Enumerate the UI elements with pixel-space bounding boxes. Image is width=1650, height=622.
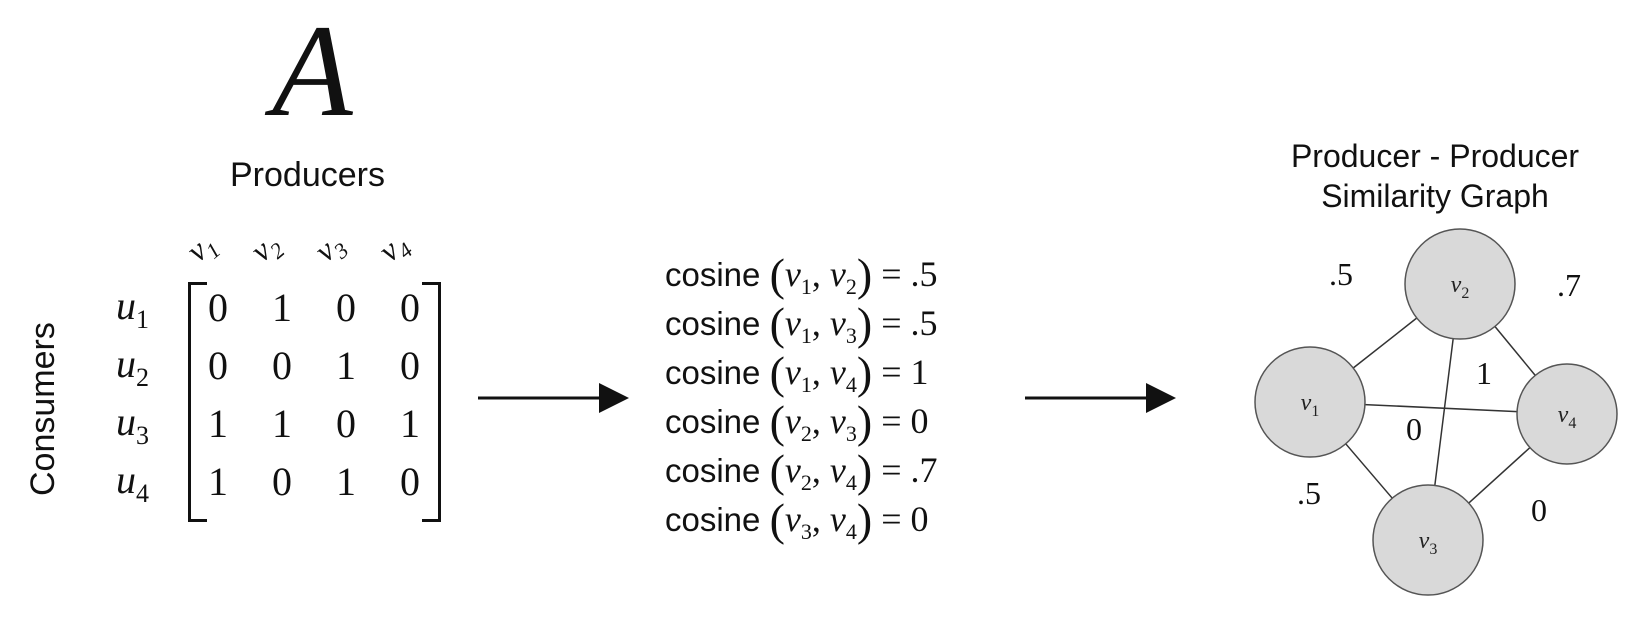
graph-node-circle [1254,346,1366,458]
graph-edge-label: .5 [1329,256,1353,292]
graph-title: Producer - Producer Similarity Graph [1250,136,1620,216]
matrix-cell-r4c4: 0 [400,459,420,504]
matrix-cell-r1c1: 0 [208,285,228,330]
matrix-cell-r2c2: 0 [272,343,292,388]
graph-edge-v1-v2 [1352,317,1418,369]
matrix-cell-r3c2: 1 [272,401,292,446]
similarity-value: 1 [910,352,929,392]
graph-title-line2: Similarity Graph [1321,178,1549,214]
graph-node-label: v2 [1451,272,1470,302]
similarity-line: cosine (v2, v3) = 0 [665,396,929,447]
matrix-cell-r3c3: 0 [336,401,356,446]
matrix-cell-r1c2: 1 [272,285,292,330]
graph-node-v1: v1 [1254,346,1366,458]
similarity-function: cosine [665,501,770,538]
similarity-value: .5 [910,303,938,343]
matrix-cell-r4c1: 1 [208,459,228,504]
row-label-1: u1 [116,283,149,334]
graph-node-v3: v3 [1372,484,1484,596]
similarity-function: cosine [665,403,770,440]
graph-edge-v2-v4 [1494,325,1536,376]
graph-edge-v2-v3 [1434,338,1454,486]
graph-edge-label: .5 [1297,475,1321,511]
graph-edge-v3-v4 [1468,447,1531,504]
graph-nodes: v1 v2 v3 v4 [1254,228,1618,596]
similarity-line: cosine (v1, v3) = .5 [665,298,938,349]
graph-edges [1345,317,1536,504]
graph-edge-label: 1 [1476,355,1492,391]
row-label-2: u2 [116,341,149,392]
graph-edge-v1-v4 [1364,403,1518,413]
graph-node-label: v4 [1558,402,1577,432]
similarity-function: cosine [665,256,770,293]
graph-edge-v1-v3 [1345,443,1393,499]
matrix-left-bracket [188,282,207,522]
row-label-3: u3 [116,399,149,450]
matrix-cell-r3c4: 1 [400,401,420,446]
graph-node-circle [1404,228,1516,340]
graph-edge-labels: .5 .7 1 0 .5 0 [1297,256,1581,528]
producers-label: Producers [230,156,385,194]
matrix-cell-r4c2: 0 [272,459,292,504]
similarity-value: 0 [910,401,929,441]
similarity-line: cosine (v1, v2) = .5 [665,249,938,300]
graph-node-circle [1516,363,1618,465]
graph-node-v2: v2 [1404,228,1516,340]
similarity-value: .5 [910,254,938,294]
graph-edge-label: .7 [1557,267,1581,303]
matrix-cell-r2c4: 0 [400,343,420,388]
matrix-cell-r1c3: 0 [336,285,356,330]
matrix-title: A [272,0,353,144]
similarity-value: .7 [910,450,938,490]
similarity-function: cosine [665,305,770,342]
graph-node-circle [1372,484,1484,596]
graph-edge-label: 0 [1406,411,1422,447]
similarity-line: cosine (v1, v4) = 1 [665,347,929,398]
matrix-cell-r2c3: 1 [336,343,356,388]
similarity-function: cosine [665,354,770,391]
similarity-line: cosine (v2, v4) = .7 [665,445,938,496]
matrix-cell-r3c1: 1 [208,401,228,446]
similarity-line: cosine (v3, v4) = 0 [665,494,929,545]
matrix-cell-r2c1: 0 [208,343,228,388]
matrix-right-bracket [422,282,441,522]
graph-node-label: v1 [1301,390,1320,420]
similarity-function: cosine [665,452,770,489]
graph-node-v4: v4 [1516,363,1618,465]
graph-edge-label: 0 [1531,492,1547,528]
matrix-cell-r4c3: 1 [336,459,356,504]
graph-title-line1: Producer - Producer [1290,138,1580,174]
matrix-cell-r1c4: 0 [400,285,420,330]
similarity-value: 0 [910,499,929,539]
row-label-4: u4 [116,457,149,508]
graph-node-label: v3 [1419,528,1438,558]
